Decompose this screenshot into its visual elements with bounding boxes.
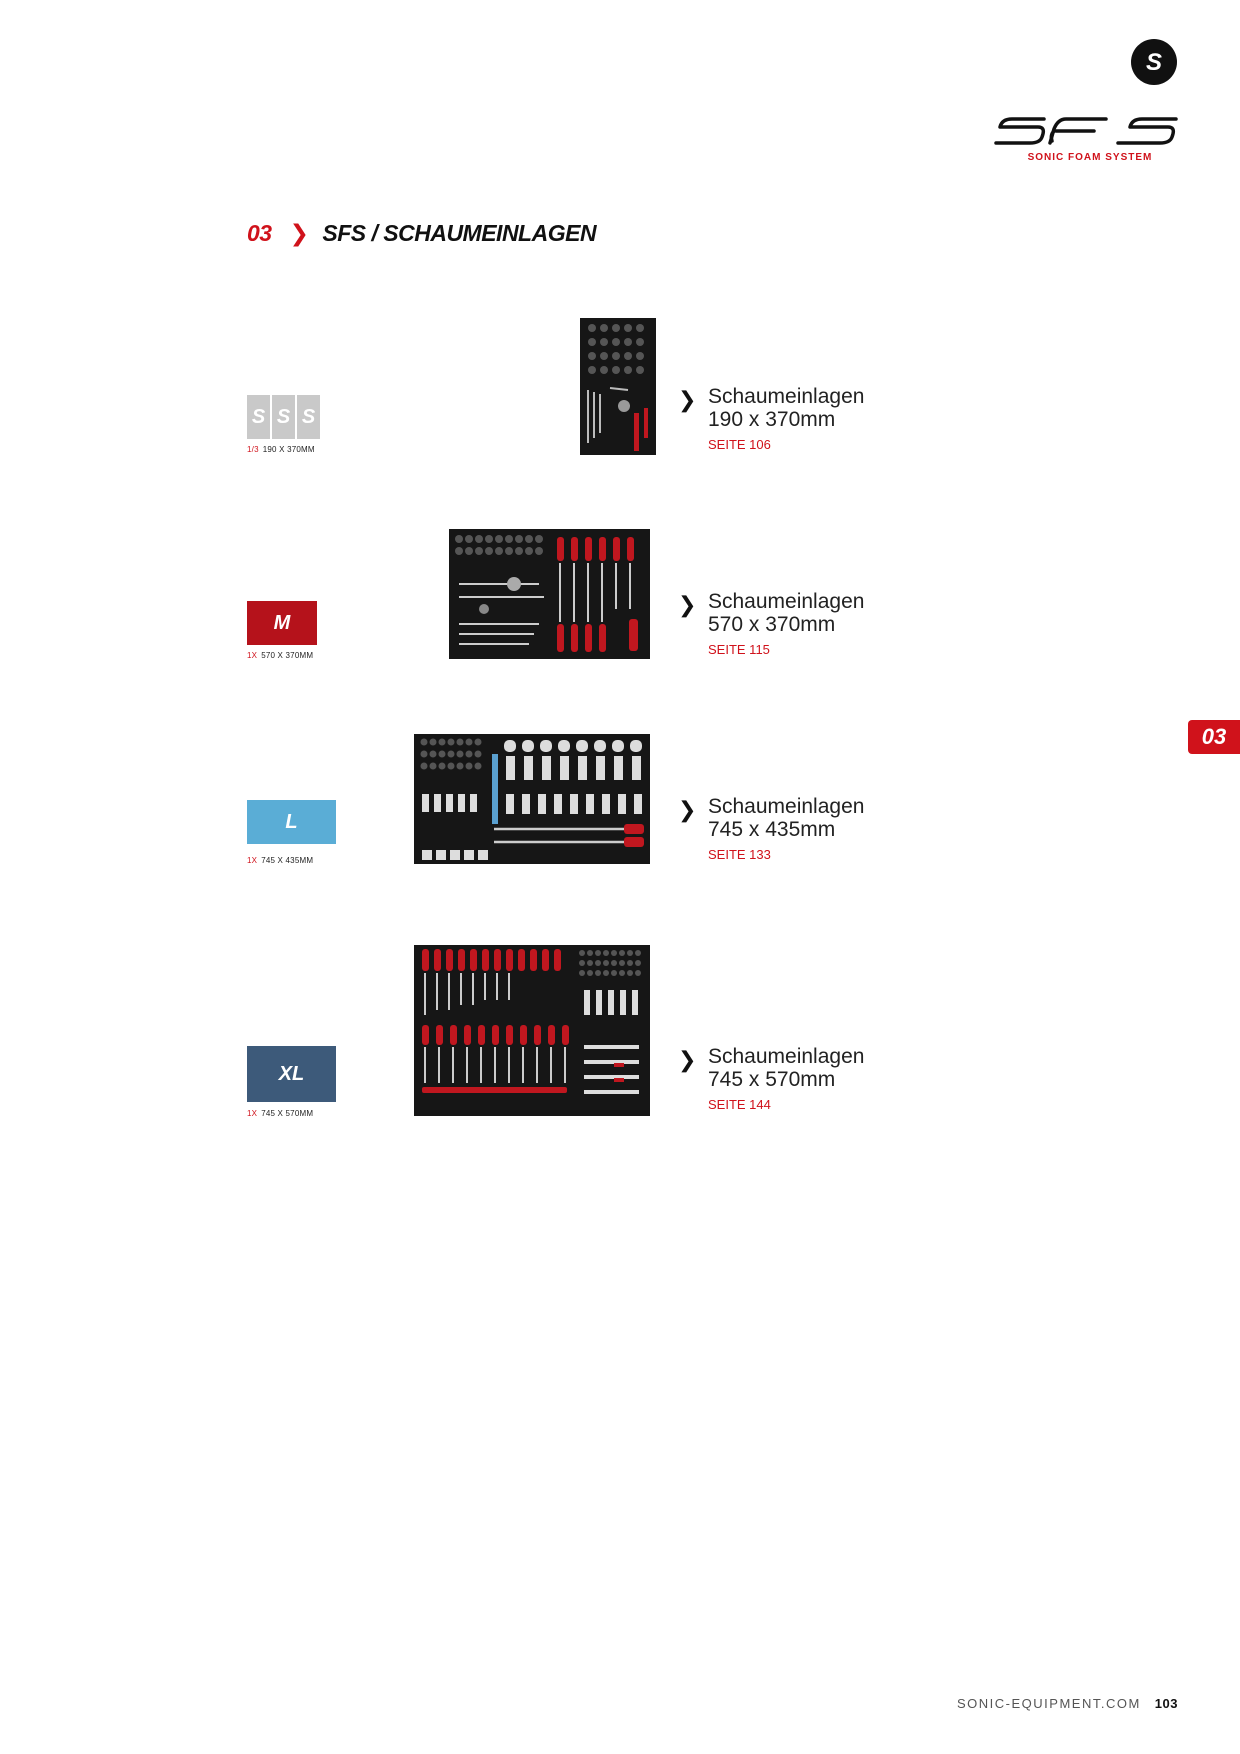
size-badge-xl: XL xyxy=(247,1046,336,1102)
chevron-right-icon: ❯ xyxy=(678,797,697,822)
qty-label: 1/3 xyxy=(247,445,259,454)
qty-label: 1X xyxy=(247,856,258,865)
qty-label: 1X xyxy=(247,1109,258,1118)
brand-subtitle: SONIC FOAM SYSTEM xyxy=(1027,152,1153,163)
size-badge-s: S S S xyxy=(247,395,320,439)
sfs-logo-icon xyxy=(994,115,1178,147)
size-dimensions: 745 X 435MM xyxy=(261,856,314,865)
qty-label: 1X xyxy=(247,651,258,660)
section-heading: 03 ❯ SFS / SCHAUMEINLAGEN xyxy=(247,220,597,247)
page-footer: SONIC-EQUIPMENT.COM 103 xyxy=(957,1696,1178,1711)
foam-tray-image-xl xyxy=(414,945,650,1116)
badge-letter: S xyxy=(297,395,320,439)
page-reference[interactable]: SEITE 144 xyxy=(708,1097,771,1112)
product-title: Schaumeinlagen 190 x 370mm xyxy=(708,385,865,431)
chevron-right-icon: ❯ xyxy=(678,387,697,412)
page-reference[interactable]: SEITE 115 xyxy=(708,642,770,657)
foam-tray-image-s xyxy=(580,318,656,455)
product-title: Schaumeinlagen 745 x 570mm xyxy=(708,1045,865,1091)
size-badge-m: M xyxy=(247,601,317,645)
chevron-right-icon: ❯ xyxy=(678,592,697,617)
svg-text:S: S xyxy=(1146,49,1162,76)
product-title: Schaumeinlagen 570 x 370mm xyxy=(708,590,865,636)
page-reference[interactable]: SEITE 106 xyxy=(708,437,771,452)
chevron-right-icon: ❯ xyxy=(289,220,309,246)
size-dimensions: 745 X 570MM xyxy=(261,1109,314,1118)
foam-tray-image-m xyxy=(449,529,650,659)
size-badge-l: L xyxy=(247,800,336,844)
chapter-tab[interactable]: 03 xyxy=(1188,720,1240,754)
chevron-right-icon: ❯ xyxy=(678,1047,697,1072)
page-reference[interactable]: SEITE 133 xyxy=(708,847,771,862)
section-title: SFS / SCHAUMEINLAGEN xyxy=(322,220,597,246)
size-dimensions: 190 X 370MM xyxy=(262,445,315,454)
foam-tray-image-l xyxy=(414,734,650,864)
size-dimensions: 570 X 370MM xyxy=(261,651,314,660)
section-number: 03 xyxy=(247,220,272,246)
page-number: 103 xyxy=(1154,1696,1178,1711)
product-title: Schaumeinlagen 745 x 435mm xyxy=(708,795,865,841)
badge-letter: S xyxy=(272,395,295,439)
badge-letter: S xyxy=(247,395,270,439)
brand-logo-icon: S xyxy=(1131,39,1177,85)
website-link[interactable]: SONIC-EQUIPMENT.COM xyxy=(957,1696,1141,1711)
